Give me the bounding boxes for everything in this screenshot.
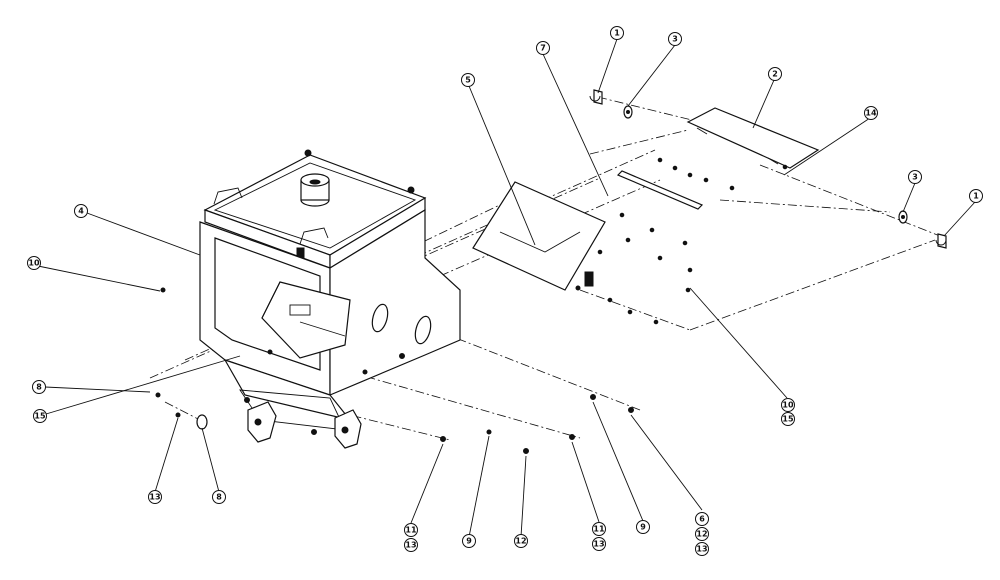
callout-9-b: 9 [636,520,650,534]
callout-15-left: 15 [33,409,47,423]
svg-text:2: 2 [772,70,778,79]
callout-11-b: 11 [592,522,606,536]
svg-text:13: 13 [405,541,416,550]
callout-3-right: 3 [908,170,922,184]
svg-text:11: 11 [405,526,417,535]
svg-text:6: 6 [699,515,705,524]
callout-12-a: 12 [514,534,528,548]
svg-text:8: 8 [36,383,42,392]
callout-10-left: 10 [27,256,41,270]
sheet-2 [686,107,820,169]
svg-text:7: 7 [540,44,546,53]
svg-text:1: 1 [973,192,979,201]
leader-lines [37,38,976,538]
svg-text:13: 13 [696,545,707,554]
callout-14: 14 [864,106,878,120]
svg-text:11: 11 [593,525,605,534]
callout-8-left: 8 [32,380,46,394]
callout-12-b: 12 [695,527,709,541]
bolt-pattern [597,157,788,325]
svg-text:10: 10 [28,259,40,268]
callout-balloons: 1 3 7 2 5 14 3 1 4 10 8 15 10 15 13 8 11… [27,26,983,556]
callout-1-top: 1 [610,26,624,40]
svg-text:12: 12 [696,530,707,539]
fasteners [155,287,634,454]
callout-13-left: 13 [148,490,162,504]
callout-2: 2 [768,67,782,81]
svg-text:3: 3 [672,35,678,44]
callout-8-bottom: 8 [212,490,226,504]
svg-text:12: 12 [515,537,526,546]
callout-3-top: 3 [668,32,682,46]
svg-text:1: 1 [614,29,620,38]
svg-text:4: 4 [78,207,84,216]
svg-text:5: 5 [465,76,471,85]
callout-10-right: 10 [781,398,795,412]
callout-6: 6 [695,512,709,526]
svg-text:9: 9 [466,537,472,546]
plate-5 [472,181,606,291]
callout-5: 5 [461,73,475,87]
callout-1-right: 1 [969,189,983,203]
svg-text:10: 10 [782,401,794,410]
callout-13-a: 13 [404,538,418,552]
callout-13-c: 13 [695,542,709,556]
callout-13-b: 13 [592,537,606,551]
callout-4: 4 [74,204,88,218]
svg-text:15: 15 [34,412,46,421]
svg-text:8: 8 [216,493,222,502]
svg-text:3: 3 [912,173,918,182]
callout-11-a: 11 [404,523,418,537]
bracket-7 [616,170,704,210]
callout-9-a: 9 [462,534,476,548]
callout-7: 7 [536,41,550,55]
svg-text:13: 13 [149,493,160,502]
svg-text:13: 13 [593,540,604,549]
callout-15-right: 15 [781,412,795,426]
hopper-body [199,149,461,449]
clamp-hardware [589,89,947,249]
svg-text:9: 9 [640,523,646,532]
svg-text:14: 14 [865,109,877,118]
svg-text:15: 15 [782,415,794,424]
